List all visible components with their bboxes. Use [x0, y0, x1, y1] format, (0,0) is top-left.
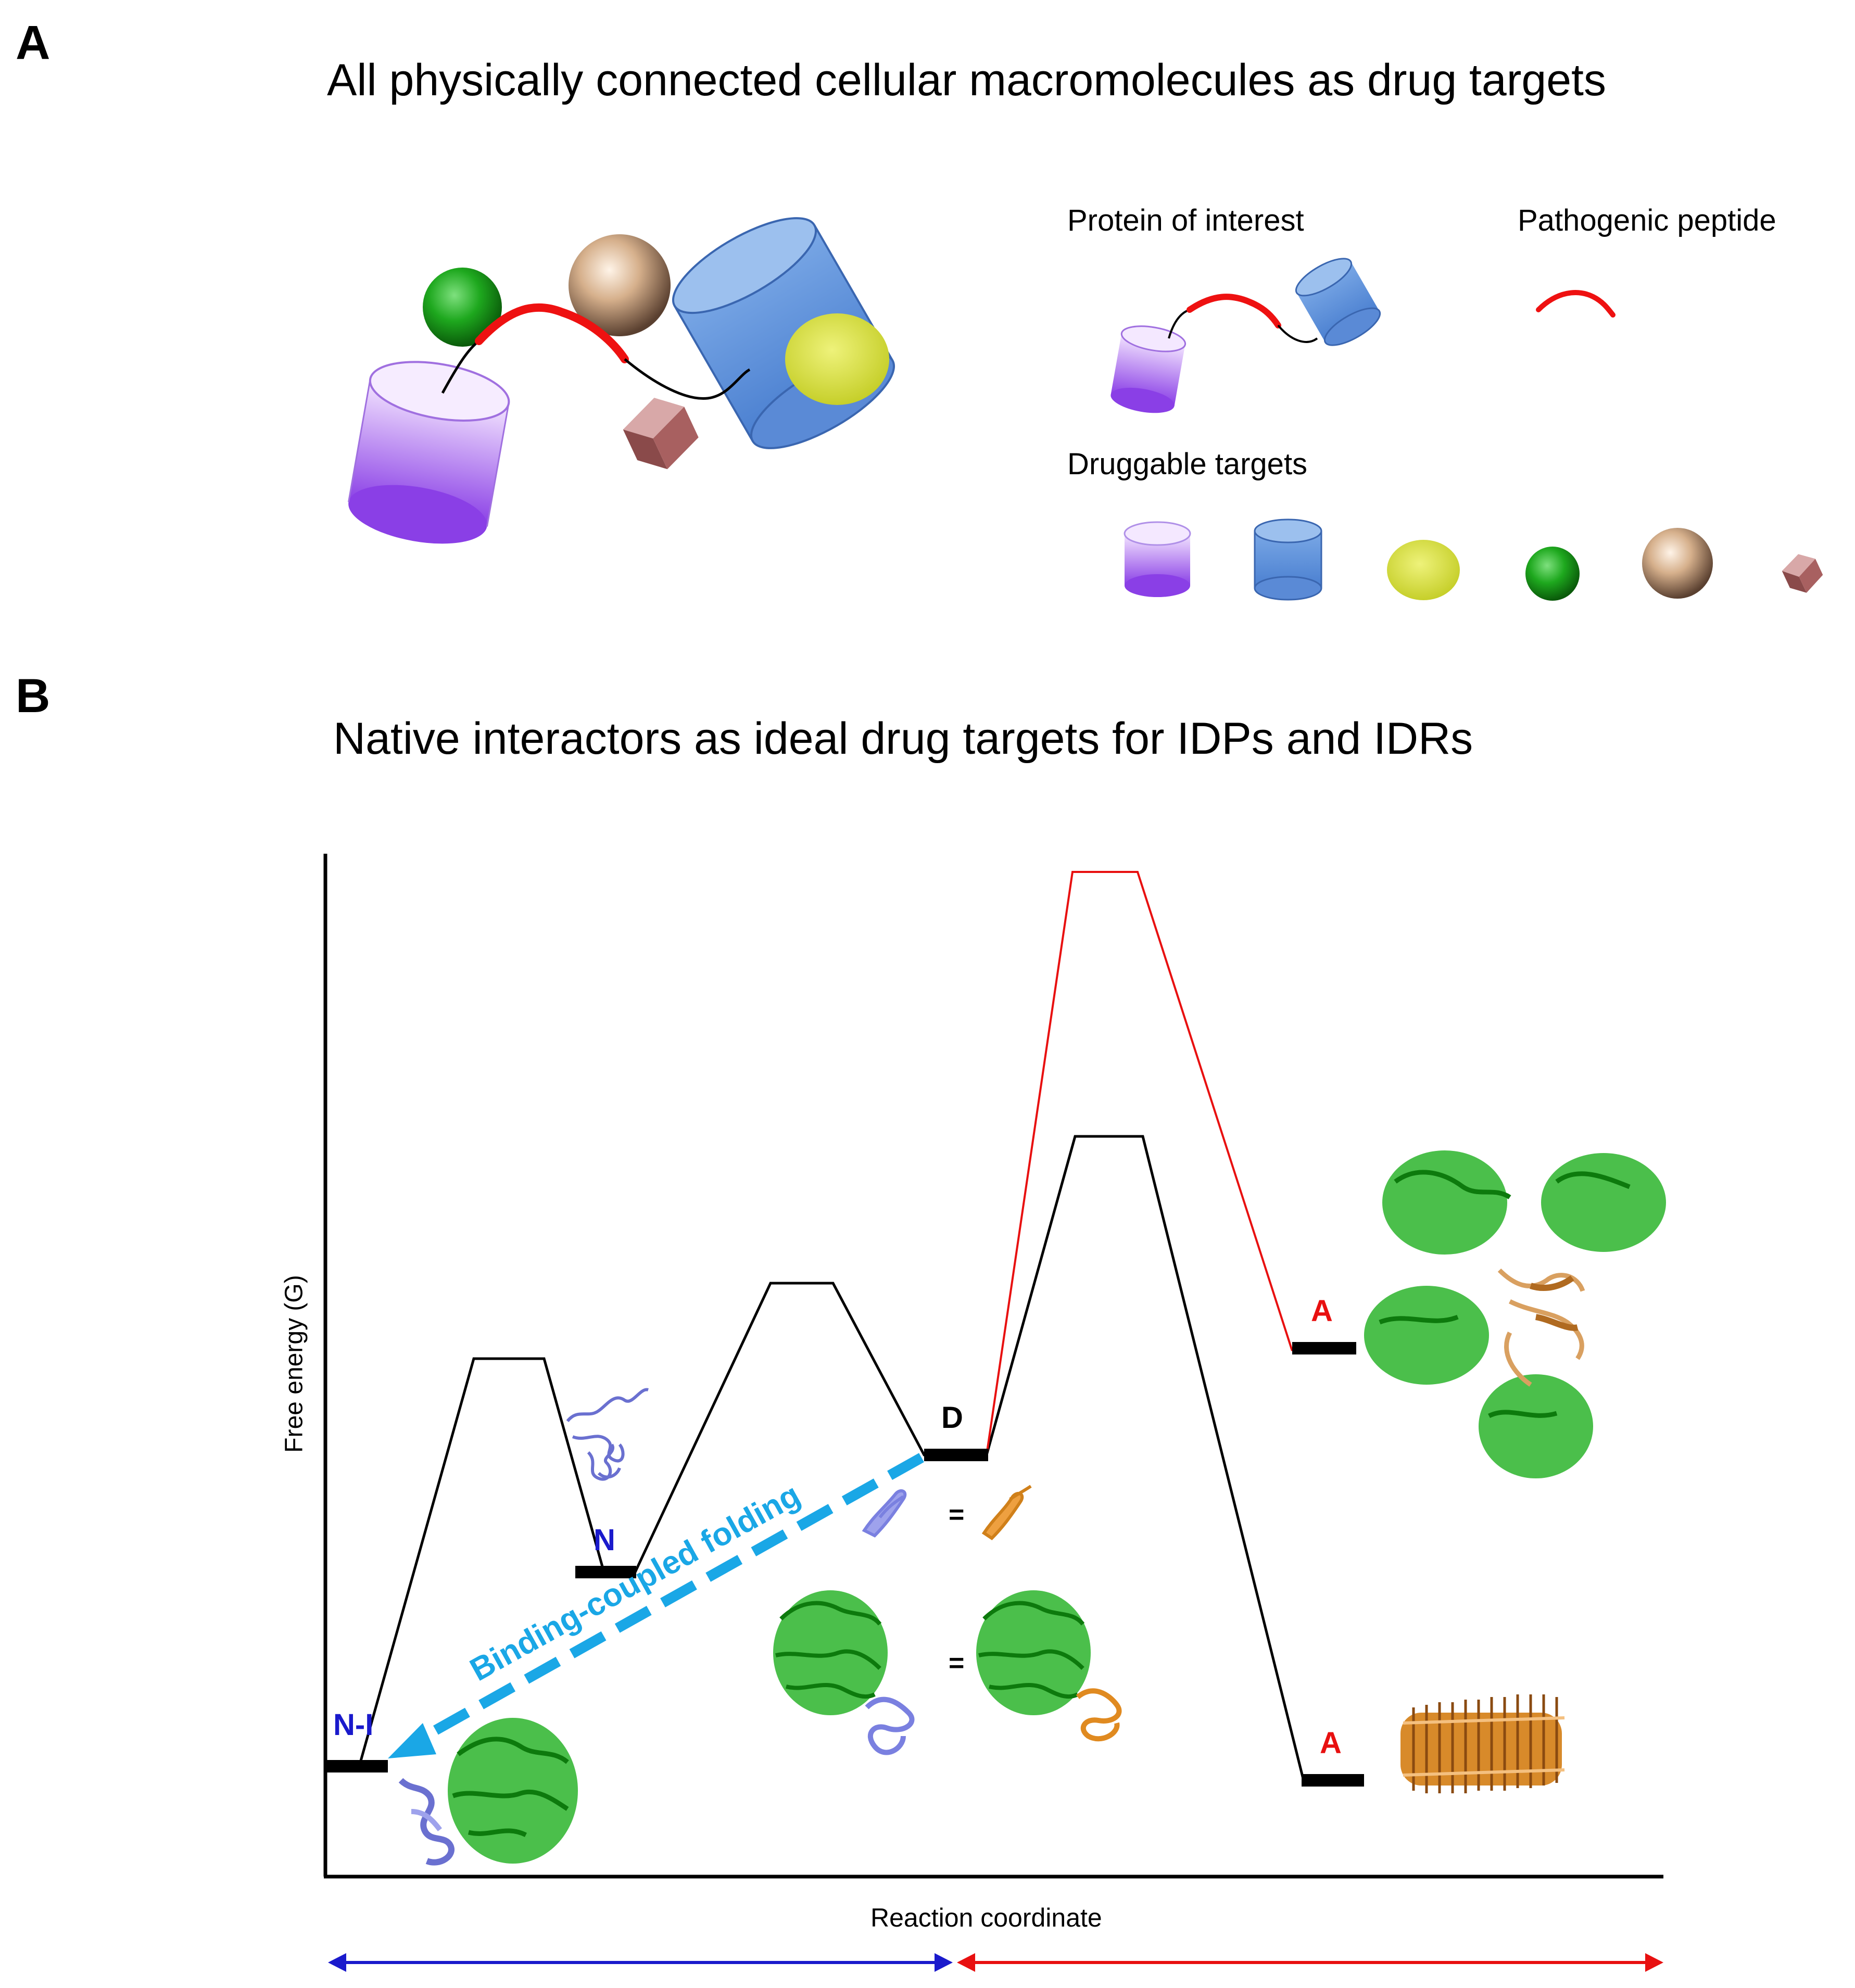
state-label-n-i: N-I — [333, 1708, 374, 1742]
y-axis-label: Free energy (G) — [280, 1275, 308, 1453]
lavender-peptide-d — [862, 1489, 907, 1538]
equals-sign-upper: = — [949, 1500, 965, 1530]
binding-coupled-folding-arrow — [409, 1453, 924, 1749]
legend-protein-of-interest: Protein of interest — [1067, 204, 1304, 237]
arrow-head — [388, 1723, 436, 1758]
panel-b-letter: B — [16, 669, 51, 723]
yellow-ellipse — [785, 313, 889, 405]
equals-sign-lower: = — [949, 1648, 965, 1678]
panel-a-letter: A — [16, 16, 51, 69]
orange-fibril-illustration — [1400, 1694, 1565, 1793]
protein-chain-2 — [624, 358, 751, 400]
druggable-tan-sphere — [1642, 528, 1713, 599]
n-i-complex-illustration — [398, 1718, 578, 1866]
range-arrow-left — [328, 1953, 953, 1972]
energy-path-red — [986, 871, 1293, 1455]
panel-a-title: All physically connected cellular macrom… — [327, 55, 1606, 105]
complex-illustration — [347, 217, 895, 544]
protein-chain — [441, 340, 480, 394]
range-arrow-right — [957, 1953, 1663, 1972]
green-oligomer-illustration — [1364, 1150, 1666, 1478]
small-blue-cylinder — [1295, 258, 1381, 346]
druggable-targets-row — [1124, 518, 1823, 601]
state-label-n: N — [594, 1523, 615, 1557]
druggable-yellow-ellipse — [1387, 540, 1460, 600]
state-label-d: D — [941, 1401, 963, 1435]
orange-peptide-d — [981, 1485, 1032, 1540]
pathogenic-peptide-legend — [1536, 290, 1616, 318]
energy-path-black — [358, 1135, 1306, 1783]
druggable-blue-cylinder — [1254, 518, 1322, 601]
state-label-a-lower: A — [1320, 1726, 1342, 1760]
legend-pathogenic-peptide: Pathogenic peptide — [1518, 204, 1776, 237]
druggable-purple-cylinder — [1124, 521, 1191, 597]
green-complex-with-lavender — [773, 1590, 915, 1755]
legend-druggable-targets: Druggable targets — [1067, 447, 1308, 481]
protein-of-interest-illustration — [1111, 258, 1381, 413]
green-complex-with-orange — [976, 1590, 1122, 1742]
tan-sphere — [569, 234, 671, 336]
n-protein-illustration — [566, 1388, 649, 1481]
state-label-a-upper: A — [1311, 1294, 1333, 1328]
small-purple-cylinder — [1111, 325, 1187, 413]
druggable-green-sphere — [1525, 547, 1580, 601]
pathogenic-peptide — [475, 303, 629, 363]
green-sphere — [423, 268, 502, 347]
druggable-brown-cube — [1782, 554, 1823, 593]
purple-cylinder — [347, 361, 510, 544]
x-axis-label: Reaction coordinate — [870, 1903, 1102, 1932]
brown-cube — [623, 398, 699, 470]
panel-b-title: Native interactors as ideal drug targets… — [333, 714, 1473, 764]
